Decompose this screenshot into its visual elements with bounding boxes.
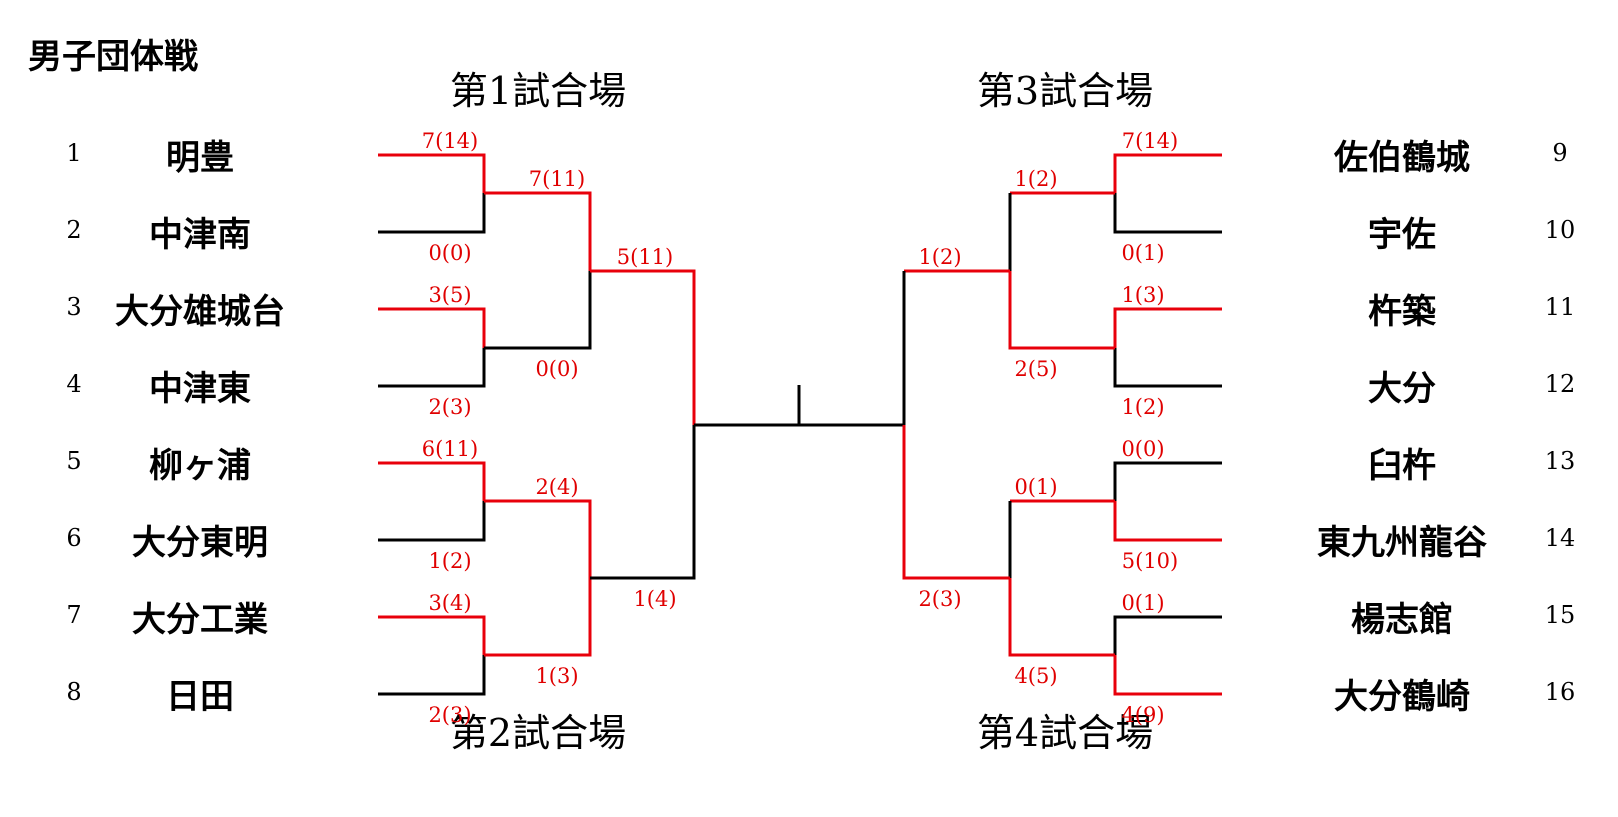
score-label: 1(3) xyxy=(535,664,578,688)
score-label: 2(4) xyxy=(535,475,578,499)
score-label: 2(3) xyxy=(428,703,471,727)
score-label: 7(14) xyxy=(1122,129,1178,153)
bracket-line xyxy=(378,153,486,193)
bracket-line xyxy=(1008,578,1115,657)
team-name: 大分雄城台 xyxy=(115,292,285,332)
score-label: 0(1) xyxy=(1121,241,1164,265)
team-name: 宇佐 xyxy=(1368,215,1436,255)
seed-number: 14 xyxy=(1545,524,1576,552)
bracket-line xyxy=(590,425,696,580)
bracket-line xyxy=(378,193,486,234)
seed-number: 10 xyxy=(1545,216,1576,244)
score-label: 1(3) xyxy=(1121,283,1164,307)
score-label: 2(3) xyxy=(428,395,471,419)
page-title: 男子団体戦 xyxy=(28,37,198,77)
score-label: 1(2) xyxy=(918,245,961,269)
bracket-line xyxy=(378,655,486,696)
score-label: 5(11) xyxy=(617,245,673,269)
venue-label-3: 第3試合場 xyxy=(977,69,1153,113)
team-name: 中津南 xyxy=(149,215,251,255)
bracket-line xyxy=(1113,501,1222,542)
team-name: 大分鶴崎 xyxy=(1334,677,1470,717)
seed-number: 5 xyxy=(66,447,81,475)
bracket-line xyxy=(378,348,486,388)
bracket-line xyxy=(1113,655,1222,696)
bracket-line xyxy=(1113,153,1222,193)
seed-number: 16 xyxy=(1545,678,1576,706)
score-label: 1(2) xyxy=(1014,167,1057,191)
venue-label-4: 第4試合場 xyxy=(977,711,1153,755)
seed-number: 15 xyxy=(1545,601,1576,629)
score-label: 0(0) xyxy=(535,357,578,381)
seed-number: 9 xyxy=(1552,139,1567,167)
bracket-line xyxy=(1113,615,1222,655)
seed-number: 12 xyxy=(1545,370,1576,398)
team-name: 楊志館 xyxy=(1351,600,1453,640)
seed-number: 11 xyxy=(1545,293,1576,321)
bracket-line xyxy=(484,191,592,271)
venue-label-1: 第1試合場 xyxy=(450,69,626,113)
score-label: 1(2) xyxy=(1121,395,1164,419)
bracket-line xyxy=(1113,307,1222,348)
score-label: 4(9) xyxy=(1121,703,1164,727)
team-name: 日田 xyxy=(166,677,234,717)
bracket-line xyxy=(378,307,486,348)
bracket-line xyxy=(902,425,1010,580)
team-name: 柳ヶ浦 xyxy=(149,446,251,486)
score-label: 5(10) xyxy=(1122,549,1178,573)
score-label: 6(11) xyxy=(422,437,478,461)
score-label: 1(2) xyxy=(428,549,471,573)
bracket-line xyxy=(1113,348,1222,388)
score-label: 0(0) xyxy=(428,241,471,265)
bracket-line xyxy=(484,499,592,578)
score-label: 0(1) xyxy=(1121,591,1164,615)
team-name: 中津東 xyxy=(149,369,251,409)
seed-number: 8 xyxy=(66,678,81,706)
bracket-line xyxy=(1008,271,1115,350)
team-name: 大分工業 xyxy=(132,600,268,640)
seed-number: 3 xyxy=(66,293,81,321)
score-label: 7(11) xyxy=(529,167,585,191)
seed-number: 6 xyxy=(66,524,81,552)
score-label: 4(5) xyxy=(1014,664,1057,688)
bracket-line xyxy=(484,578,592,657)
bracket-line xyxy=(590,269,696,425)
team-name: 大分 xyxy=(1368,369,1436,409)
team-name: 臼杵 xyxy=(1368,446,1436,486)
seed-number: 7 xyxy=(66,601,81,629)
bracket-line xyxy=(1113,461,1222,501)
venue-label-2: 第2試合場 xyxy=(450,711,626,755)
score-label: 7(14) xyxy=(422,129,478,153)
score-label: 2(5) xyxy=(1014,357,1057,381)
score-label: 3(5) xyxy=(428,283,471,307)
bracket-line xyxy=(378,501,486,542)
score-label: 1(4) xyxy=(633,587,676,611)
seed-number: 13 xyxy=(1545,447,1576,475)
seed-number: 4 xyxy=(66,370,81,398)
score-label: 3(4) xyxy=(428,591,471,615)
team-name: 大分東明 xyxy=(132,523,268,563)
score-label: 2(3) xyxy=(918,587,961,611)
score-label: 0(0) xyxy=(1121,437,1164,461)
team-name: 明豊 xyxy=(166,138,234,178)
team-name: 杵築 xyxy=(1368,292,1437,332)
bracket-line xyxy=(484,271,592,350)
score-label: 0(1) xyxy=(1014,475,1057,499)
seed-number: 2 xyxy=(66,216,81,244)
seed-number: 1 xyxy=(66,139,81,167)
bracket-line xyxy=(1113,193,1222,234)
team-name: 佐伯鶴城 xyxy=(1333,138,1470,178)
bracket-line xyxy=(378,615,486,655)
bracket-line xyxy=(378,461,486,501)
team-name: 東九州龍谷 xyxy=(1317,523,1487,563)
